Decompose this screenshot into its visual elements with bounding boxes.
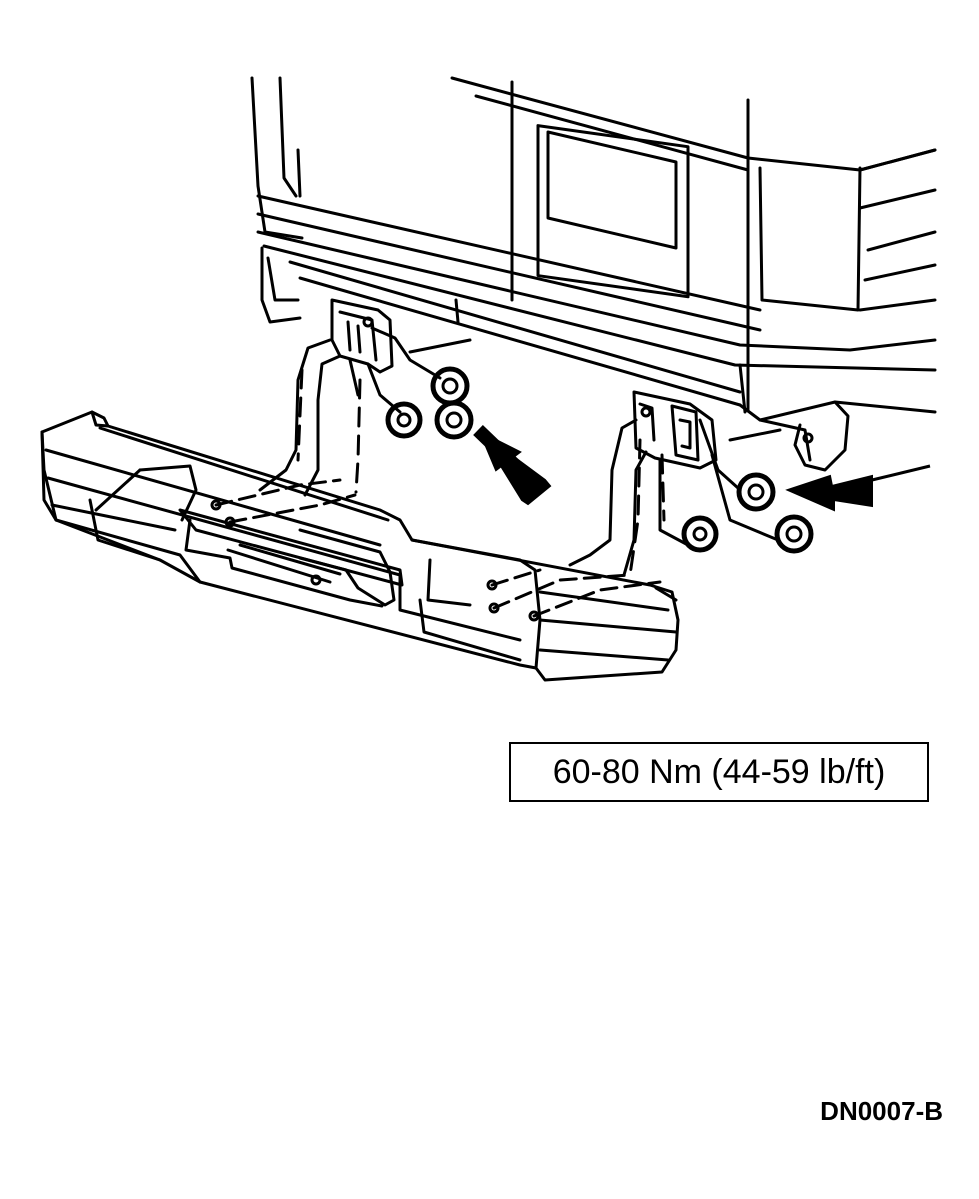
arrow-icon bbox=[785, 464, 931, 512]
nut-icon bbox=[434, 400, 474, 440]
left-nut-group bbox=[385, 366, 474, 440]
left-bumper-bracket bbox=[258, 298, 442, 497]
nut-icon bbox=[681, 515, 719, 553]
nut-icon bbox=[430, 366, 470, 406]
rear-step-bumper bbox=[40, 410, 680, 682]
right-nut-group bbox=[681, 472, 814, 554]
nut-icon bbox=[774, 514, 814, 554]
right-bumper-bracket bbox=[568, 390, 780, 577]
arrow-icon bbox=[473, 424, 552, 506]
nut-icon bbox=[736, 472, 776, 512]
nut-icon bbox=[385, 401, 423, 439]
figure-code: DN0007-B bbox=[820, 1096, 943, 1126]
vehicle-rear-body bbox=[250, 76, 937, 472]
torque-spec-label: 60-80 Nm (44-59 lb/ft) bbox=[509, 742, 929, 802]
